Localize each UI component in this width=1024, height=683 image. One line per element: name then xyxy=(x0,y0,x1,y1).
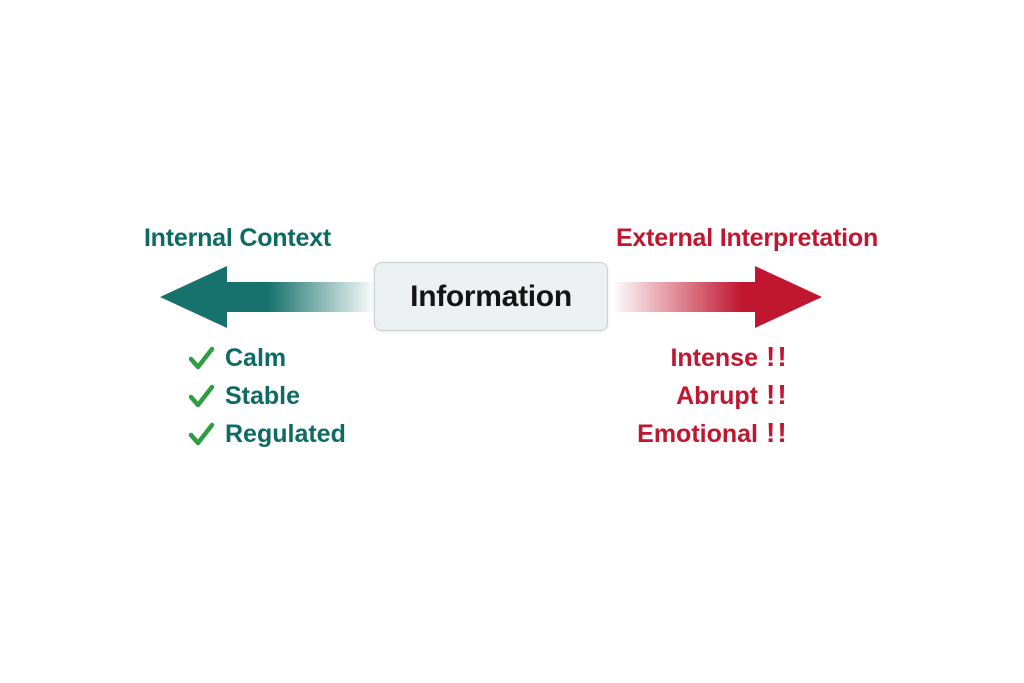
information-box: Information xyxy=(374,262,608,331)
list-item-label: Abrupt xyxy=(676,381,758,410)
list-item-label: Stable xyxy=(225,381,301,410)
list-item: Regulated xyxy=(188,415,346,453)
right-title: External Interpretation xyxy=(615,224,879,252)
information-box-label: Information xyxy=(410,279,572,313)
checkmark-icon xyxy=(188,422,215,445)
right-arrow xyxy=(612,266,822,328)
double-exclamation-icon: !! xyxy=(766,378,789,410)
checkmark-icon xyxy=(188,384,215,407)
list-item-label: Calm xyxy=(225,343,287,372)
list-item: Emotional !! xyxy=(560,415,800,453)
double-exclamation-icon: !! xyxy=(766,340,789,372)
list-item: Stable xyxy=(188,377,346,415)
left-title: Internal Context xyxy=(143,224,332,252)
list-item: Calm xyxy=(188,339,346,377)
double-exclamation-icon: !! xyxy=(766,416,789,448)
list-item: Intense !! xyxy=(560,339,800,377)
external-interpretation-list: Intense !! Abrupt !! Emotional !! xyxy=(560,339,800,453)
checkmark-icon xyxy=(188,346,215,369)
list-item-label: Intense xyxy=(670,343,758,372)
internal-context-list: Calm Stable Regulated xyxy=(188,339,346,453)
list-item: Abrupt !! xyxy=(560,377,800,415)
left-arrow xyxy=(160,266,376,328)
list-item-label: Emotional xyxy=(637,419,758,448)
list-item-label: Regulated xyxy=(225,419,346,448)
